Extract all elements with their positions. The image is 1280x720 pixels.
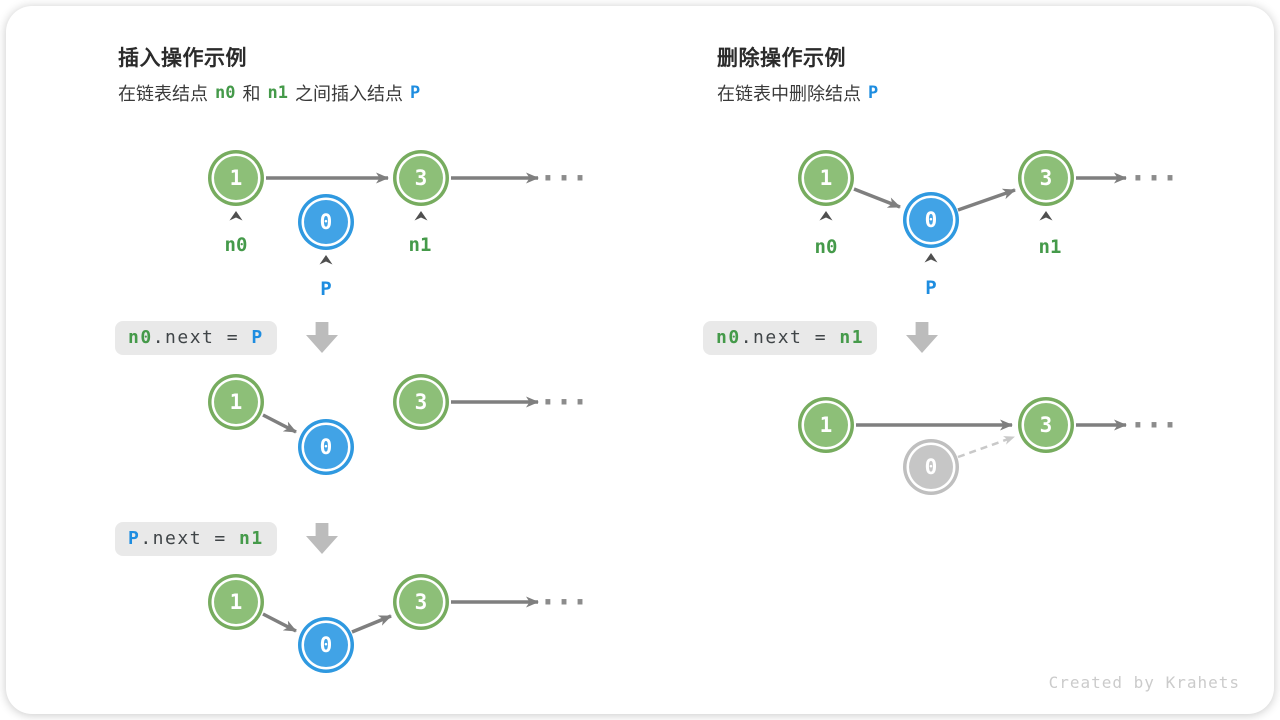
label-n1: n1 [408,234,432,256]
list-node-3: 3 [399,580,443,624]
label-p: P [320,278,332,300]
ellipsis: ... [1128,400,1179,436]
subtitle-var-n1: n1 [267,83,288,103]
node-value: 3 [414,590,428,614]
right-panel-title: 删除操作示例 [717,47,846,70]
label-n0: n0 [224,234,248,256]
code-lhs: P [128,528,141,549]
ellipsis: ... [538,153,589,189]
arrow-right1-n0-to-p [853,187,901,209]
node-value: 3 [414,166,428,190]
node-value: 3 [414,390,428,414]
code-mid: .next = [152,327,252,348]
list-node-p: 0 [304,200,348,244]
node-value: 1 [819,413,833,437]
node-value: 1 [229,166,243,190]
node-value: 1 [819,166,833,190]
list-node-3: 3 [399,156,443,200]
node-value: 1 [229,390,243,414]
caret-up-icon [819,211,833,221]
code-statement-p-next-n1: P.next = n1 [115,522,277,556]
list-node-3: 3 [1024,156,1068,200]
code-mid: .next = [740,327,840,348]
code-rhs: n1 [239,528,264,549]
caret-up-icon [414,211,428,221]
subtitle-var-p: P [409,83,421,103]
arrow-right1-p-to-n1 [957,188,1016,212]
label-n1: n1 [1038,236,1062,258]
node-value: 0 [319,633,333,657]
list-node-1: 1 [214,580,258,624]
list-node-p: 0 [304,425,348,469]
node-value: 3 [1039,166,1053,190]
ellipsis: ... [538,577,589,613]
caret-up-icon [1039,211,1053,221]
caret-up-icon [924,253,938,263]
caret-up-icon [229,211,243,221]
node-value: 0 [319,210,333,234]
code-mid: .next = [140,528,240,549]
subtitle-var-p: P [868,83,879,103]
code-rhs: n1 [839,327,865,348]
credit-text: Created by Krahets [1048,673,1240,692]
list-node-p-deleted: 0 [909,445,953,489]
list-node-1: 1 [804,156,848,200]
node-value: 3 [1039,413,1053,437]
node-value: 1 [229,590,243,614]
subtitle-text: 和 [242,84,261,104]
arrow-right2-deleted-p-to-n1-dashed [957,435,1015,459]
subtitle-text: 在链表中删除结点 [717,84,861,104]
list-node-3: 3 [1024,403,1068,447]
list-node-1: 1 [214,156,258,200]
code-statement-n0-next-p: n0.next = P [115,321,277,355]
code-statement-n0-next-n1: n0.next = n1 [703,321,878,355]
subtitle-text: 在链表结点 [118,84,208,104]
arrow-left2-n0-to-p [262,413,297,434]
label-n0: n0 [814,236,838,258]
code-lhs: n0 [716,327,741,348]
left-panel-title: 插入操作示例 [118,47,247,70]
node-value: 0 [319,435,333,459]
node-value: 0 [924,455,938,479]
left-panel-subtitle: 在链表结点 n0 和 n1 之间插入结点 P [118,80,427,106]
ellipsis: ... [538,377,589,413]
list-node-3: 3 [399,380,443,424]
right-panel-subtitle: 在链表中删除结点 P [717,80,885,106]
code-rhs: P [251,327,264,348]
node-value: 0 [924,208,938,232]
arrow-left3-n0-to-p [262,612,297,633]
ellipsis: ... [1128,153,1179,189]
code-lhs: n0 [128,327,153,348]
subtitle-var-n0: n0 [215,83,236,103]
list-node-1: 1 [214,380,258,424]
arrow-left3-p-to-n1 [351,614,392,634]
list-node-p: 0 [304,623,348,667]
subtitle-text: 之间插入结点 [294,84,403,104]
list-node-p: 0 [909,198,953,242]
list-node-1: 1 [804,403,848,447]
label-p: P [925,277,937,299]
caret-up-icon [319,255,333,265]
